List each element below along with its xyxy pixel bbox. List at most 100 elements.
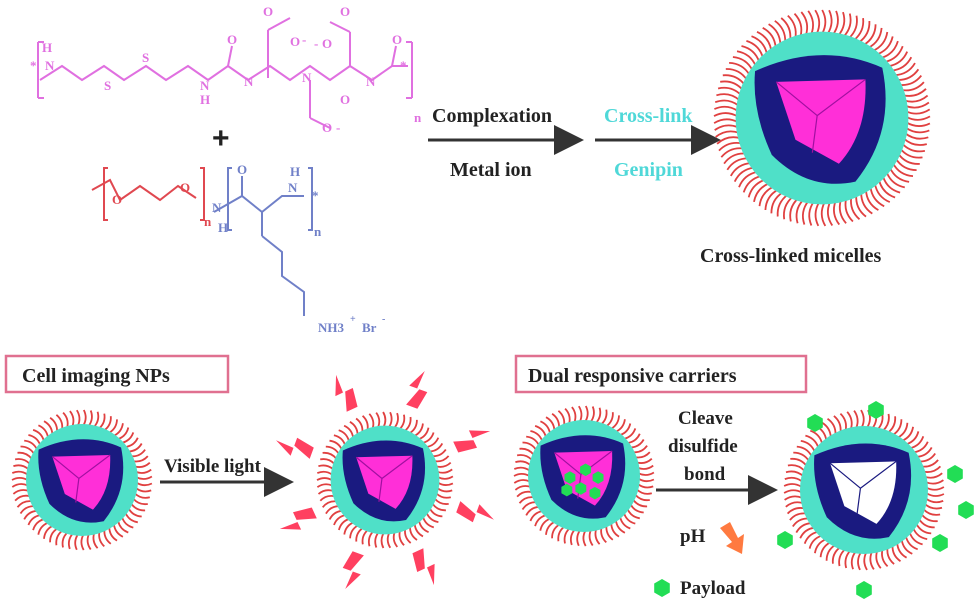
chain (134, 492, 151, 499)
p1-n1: N (45, 58, 55, 73)
chain (801, 200, 810, 225)
released-payload (777, 401, 974, 599)
cell-imaging-box (4, 354, 230, 394)
chain (418, 520, 429, 534)
p1-s1: S (104, 78, 111, 93)
chain (925, 492, 945, 497)
chain (136, 475, 153, 480)
chain (896, 542, 908, 559)
chain (62, 411, 69, 428)
chain (375, 412, 381, 428)
chain (61, 531, 68, 548)
chain (846, 411, 853, 430)
chain (404, 416, 412, 432)
chain (913, 441, 929, 454)
payload-hexagon-icon (561, 483, 573, 497)
chain (637, 464, 654, 470)
chain (819, 541, 831, 558)
imaging-micelle-before (11, 409, 153, 551)
chain (905, 121, 931, 127)
chain (857, 551, 862, 571)
polymer2-polylysine (213, 167, 313, 316)
cutaway-lines (775, 78, 866, 153)
chain (11, 483, 29, 488)
chain (534, 425, 547, 438)
chain (826, 9, 833, 35)
chain (93, 411, 100, 428)
loaded-micelle (513, 405, 655, 547)
chain (594, 528, 601, 545)
chain (905, 126, 930, 134)
chain (919, 452, 936, 463)
cleave-label-2: disulfide (668, 436, 738, 457)
chain (623, 512, 636, 525)
chain (530, 430, 544, 442)
chain (539, 517, 551, 531)
chain (437, 468, 453, 474)
imaging-micelle-after (316, 411, 454, 549)
chain (795, 522, 812, 534)
micelle-caption: Cross-linked micelles (700, 245, 882, 267)
chain (785, 501, 804, 508)
chain (436, 487, 453, 493)
payload-label: Payload (680, 578, 746, 599)
chain (513, 466, 531, 472)
chain (103, 416, 112, 431)
chain (637, 483, 654, 489)
chain (627, 433, 641, 444)
p2-h2: H (290, 164, 300, 179)
chain (316, 477, 333, 481)
chain (13, 464, 30, 470)
p1-subscript: n (414, 110, 422, 125)
chain (367, 531, 374, 547)
chain (529, 510, 543, 522)
step2-below-label: Genipin (614, 159, 683, 181)
chain (833, 200, 841, 226)
chain (355, 527, 364, 542)
chain (716, 93, 741, 101)
chain (714, 99, 740, 107)
payload-hexagon-icon (958, 501, 974, 519)
chain (600, 527, 607, 544)
p2-h1: H (218, 220, 228, 235)
p1-amide-n: N (200, 78, 210, 93)
payload-hexagon-icon (589, 486, 601, 500)
chain (426, 437, 440, 448)
cell-imaging-title: Cell imaging NPs (22, 365, 170, 387)
p2-o3: O (237, 162, 247, 177)
chain (12, 489, 29, 495)
p1-o1: O (227, 32, 237, 47)
chain (563, 527, 570, 544)
chain (564, 407, 571, 424)
chain (785, 470, 804, 477)
chain (882, 413, 890, 432)
chain (388, 411, 393, 428)
chain (55, 530, 63, 546)
chain (27, 514, 41, 526)
chain (76, 409, 81, 426)
chain (132, 498, 148, 506)
p1-n4: N (366, 74, 376, 89)
chain (814, 9, 821, 35)
chain (135, 487, 152, 493)
chain (600, 409, 608, 425)
p1-n3: N (302, 70, 312, 85)
chain (714, 124, 739, 131)
chain (605, 412, 614, 427)
chain (437, 481, 454, 486)
chain (922, 508, 941, 516)
p2-star: * (312, 188, 319, 203)
chain (316, 483, 333, 488)
p2-o1: O (112, 192, 122, 207)
chain (422, 516, 435, 529)
chain (368, 413, 375, 429)
dual-responsive-box (514, 354, 808, 394)
p1-o3: O (290, 34, 300, 49)
payload-hexagon-icon (580, 463, 591, 477)
chain (875, 550, 882, 569)
chain (838, 548, 846, 567)
chain (393, 412, 399, 429)
p2-n2: N (288, 180, 298, 195)
chain (88, 410, 93, 427)
